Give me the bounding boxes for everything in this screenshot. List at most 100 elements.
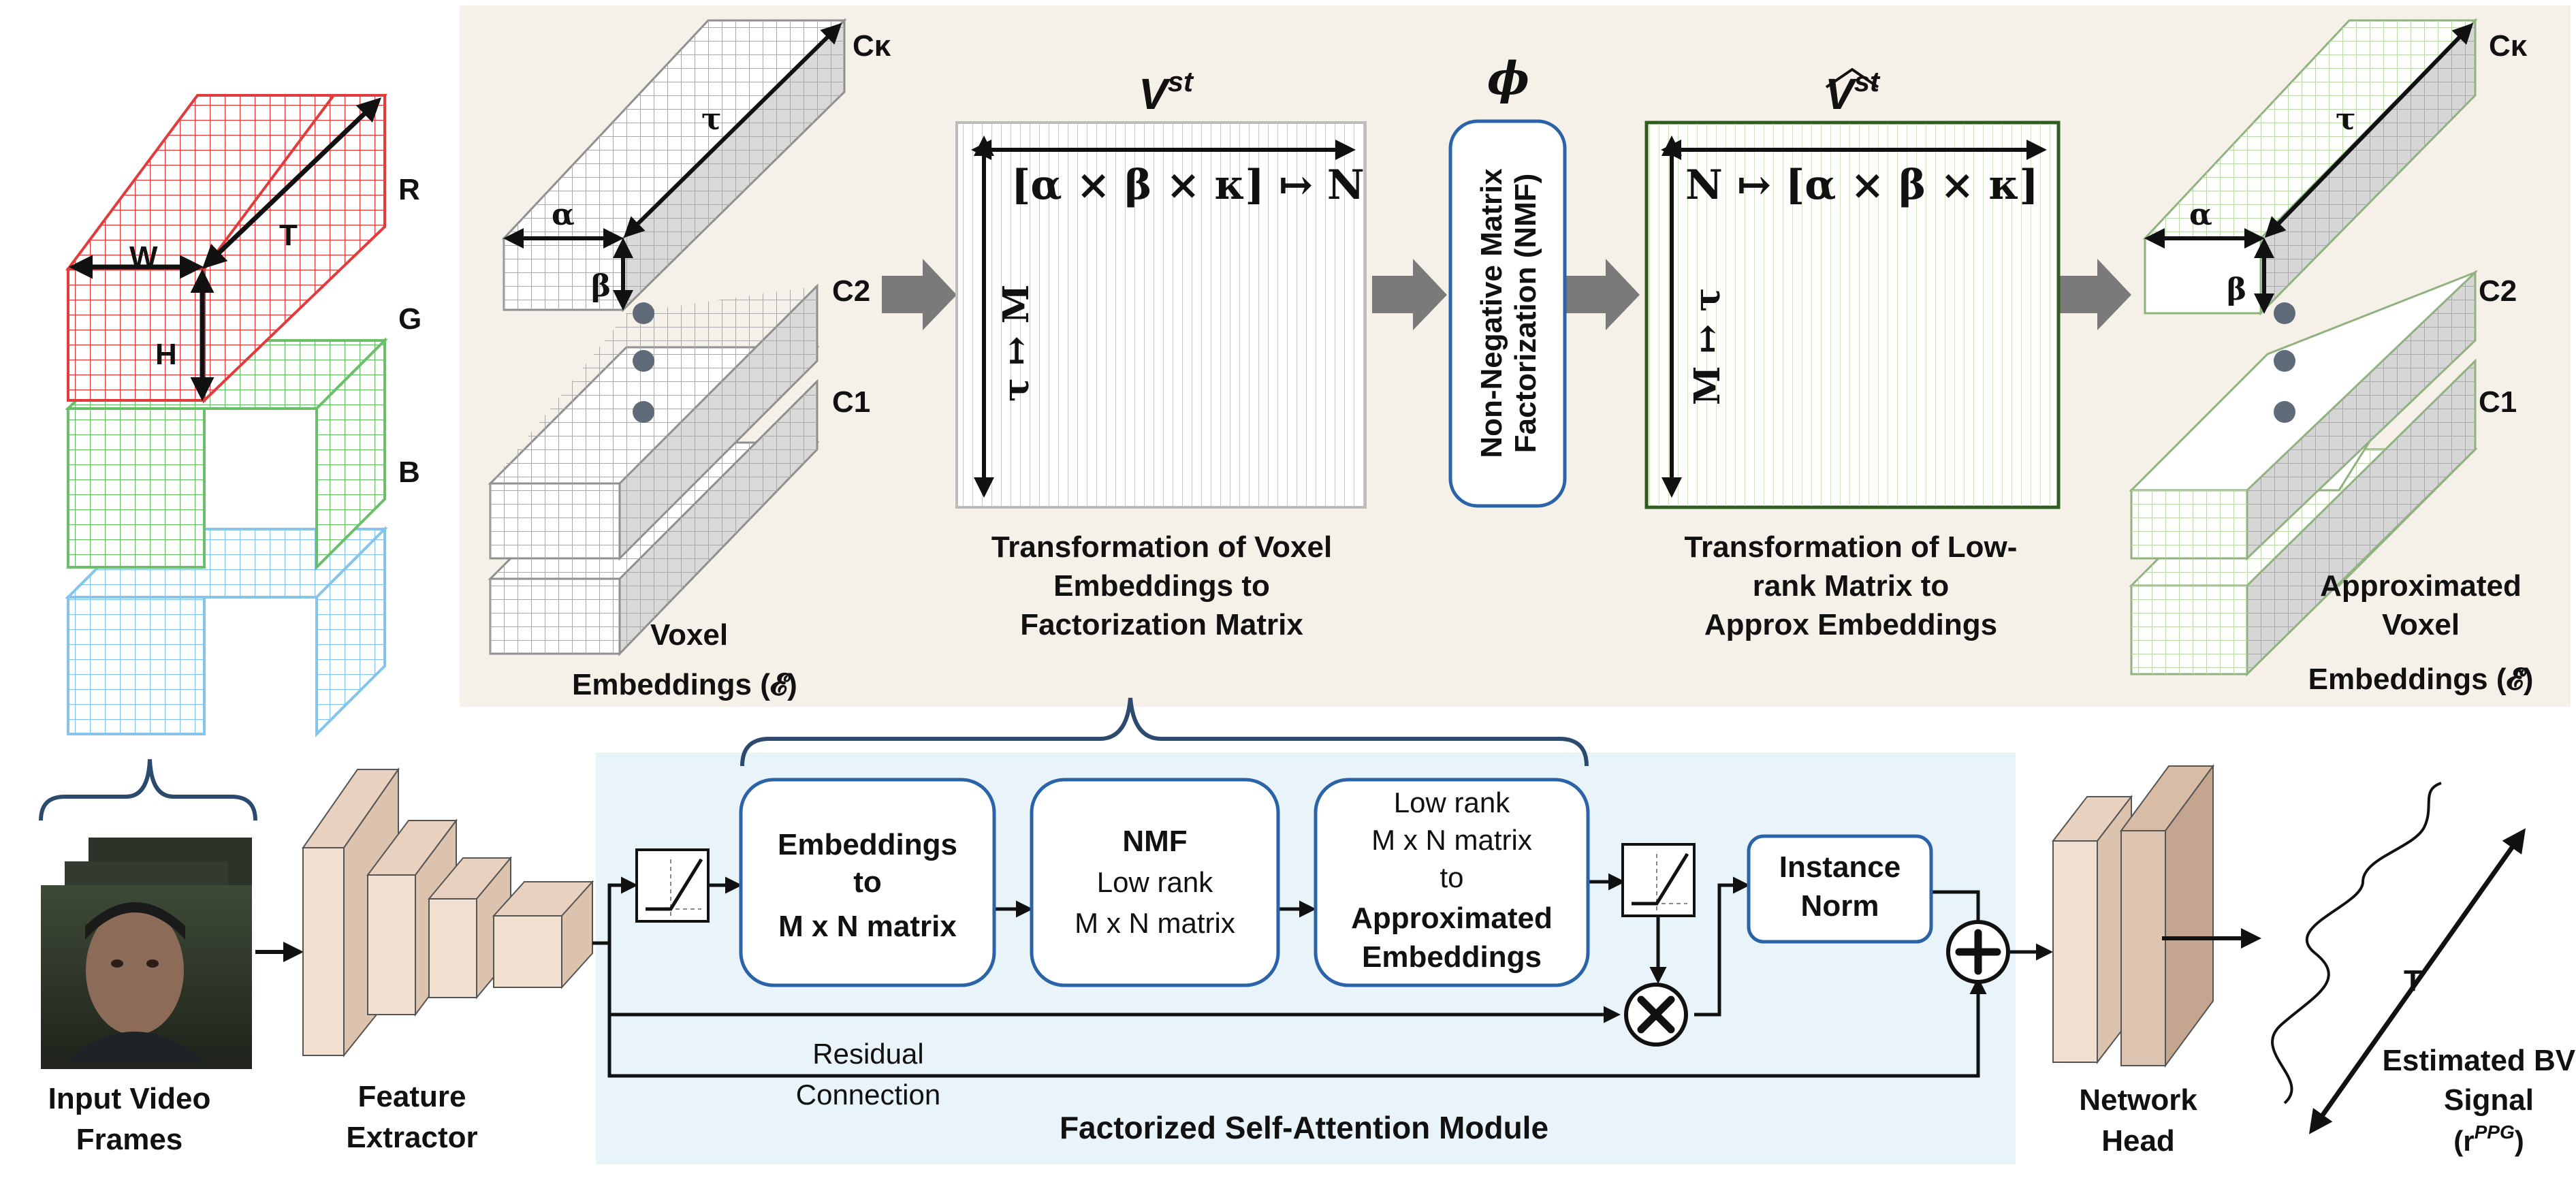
r-channel-label: R [398,173,420,206]
svg-text:M x N matrix: M x N matrix [1075,907,1235,939]
b-channel-label: B [398,456,420,489]
svg-text:to: to [1440,861,1463,893]
tau-label: τ [2336,102,2356,137]
svg-text:NMF: NMF [1122,825,1187,858]
module-title: Factorized Self-Attention Module [1060,1110,1548,1145]
height-label: H [155,338,177,371]
voxel-embeddings-stack: α β τ Cκ C2 C1 Voxel Embeddings (𝓔) [488,18,891,701]
low-rank-to-embeddings-box: Low rank M x N matrix to Approximated Em… [1314,778,1590,987]
c1-label: C1 [832,385,870,419]
nmf-box: ϕ Non-Negative Matrix Factorization (NMF… [1448,52,1567,508]
voxel-caption-line1: Voxel [650,618,728,652]
vst-hat-title: Vst [1825,65,1881,118]
input-video-frames: Input Video Frames [41,838,252,1156]
approx-embeddings-stack: α β τ Cκ C2 C1 Approximated Voxel Embedd… [2129,18,2534,696]
face-image [86,906,184,1035]
svg-text:Norm: Norm [1801,889,1879,923]
beta-label: β [2227,272,2246,307]
vst-hat-matrix: Vst N ↦ [α × β × κ] M ↦ τ Transformation… [1644,65,2061,641]
embeddings-to-matrix-box: Embeddings to M x N matrix [739,778,996,987]
phi-symbol: ϕ [1487,52,1529,105]
activation-box-2 [1621,843,1696,917]
time-label: T [279,219,298,252]
input-label-line1: Input Video [48,1082,211,1115]
signal-symbol: (rPPG) [2453,1121,2524,1157]
vst-title: Vst [1139,65,1194,118]
alpha-label: α [552,197,575,232]
nmf-box-line2: Factorization (NMF) [1509,174,1542,453]
vst-hat-caption-line1: Transformation of Low- [1685,530,2018,564]
approx-caption-line1: Approximated [2320,569,2522,603]
c2-label: C2 [2479,274,2517,308]
nmf-low-rank-box: NMF Low rank M x N matrix [1030,778,1280,987]
add-node [1946,920,2010,984]
signal-label-line2: Signal [2444,1083,2534,1117]
g-channel-label: G [398,302,422,336]
ck-label: Cκ [853,29,891,63]
blue-channel-cube [65,526,388,737]
residual-label-line2: Connection [796,1079,940,1111]
c2-label: C2 [832,274,870,308]
svg-text:M x N matrix: M x N matrix [778,910,957,943]
ellipsis-dot [2274,350,2295,372]
input-label-line2: Frames [76,1123,183,1156]
svg-text:Approximated: Approximated [1351,902,1553,935]
beta-label: β [591,269,611,304]
flow-arrow [2056,259,2131,330]
hat-accent [1825,67,1879,89]
activation-box-1 [635,848,710,923]
svg-text:to: to [853,865,882,899]
width-label: W [129,240,158,274]
vst-hat-caption-line2: rank Matrix to [1753,569,1950,603]
flow-arrow [1565,259,1640,330]
alpha-label: α [2189,197,2212,232]
tau-label: τ [701,102,722,137]
pipeline-connectors [592,873,2053,1078]
bvp-signal: T Estimated BVP Signal (rPPG) [2271,782,2576,1157]
svg-text:Low rank: Low rank [1097,866,1213,898]
ellipsis-dot [2274,401,2295,423]
multiply-node [1624,983,1688,1047]
flow-arrow [882,259,957,330]
vst-caption-line1: Transformation of Voxel [991,530,1332,564]
flow-arrow [1372,259,1447,330]
vst-hat-side-mapping: M ↦ τ [1687,288,1728,405]
vst-top-mapping: [α × β × κ] ↦ N [1011,161,1365,209]
ck-label: Cκ [2489,29,2528,63]
svg-text:Low rank: Low rank [1394,786,1510,818]
vst-caption-line3: Factorization Matrix [1020,608,1303,641]
signal-label-line1: Estimated BVP [2383,1044,2576,1077]
svg-text:Instance: Instance [1779,850,1901,884]
network-head-label-line2: Head [2101,1124,2175,1158]
residual-label-line1: Residual [812,1038,923,1070]
signal-axis-label: T [2404,964,2422,998]
nmf-box-line1: Non-Negative Matrix [1475,168,1508,458]
tau-arrow [623,22,842,238]
voxel-caption-line2: Embeddings (𝓔) [572,668,797,701]
approx-caption-line3: Embeddings (𝓔̂) [2308,663,2534,696]
approx-caption-line2: Voxel [2382,608,2460,641]
instance-norm-box: Instance Norm [1747,834,1933,944]
tau-arrow [2264,22,2474,238]
svg-text:Embeddings: Embeddings [778,828,957,861]
feature-extractor: Feature Extractor [302,767,594,1154]
rgb-input-cubes: W H T R G B [65,94,422,737]
bvp-waveform [2271,782,2442,1104]
svg-text:M x N matrix: M x N matrix [1371,824,1532,856]
vst-caption-line2: Embeddings to [1053,569,1270,603]
vst-hat-top-mapping: N ↦ [α × β × κ] [1685,161,2039,209]
ellipsis-dot [633,401,654,423]
vst-hat-caption-line3: Approx Embeddings [1704,608,1997,641]
svg-text:Embeddings: Embeddings [1362,940,1542,974]
ellipsis-dot [2274,302,2295,324]
network-head: Network Head [2051,763,2214,1158]
ellipsis-dot [633,302,654,324]
feature-extractor-label-line1: Feature [358,1080,466,1113]
network-head-label-line1: Network [2079,1083,2197,1117]
time-arrow [202,97,382,269]
cube-brace [39,759,257,821]
c1-label: C1 [2479,385,2517,419]
ellipsis-dot [633,350,654,372]
signal-time-axis [2308,828,2526,1134]
